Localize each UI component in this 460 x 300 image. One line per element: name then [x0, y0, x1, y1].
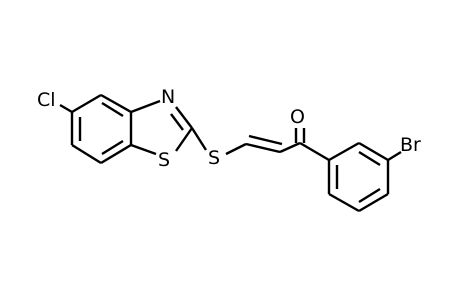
bond [71, 93, 102, 114]
chlorine-label: Cl [37, 89, 56, 111]
bond [358, 141, 389, 162]
bromine-label: Br [400, 134, 421, 156]
double-bond-inner [358, 187, 381, 204]
thioether-sulfur-label: S [208, 147, 220, 169]
vinyl-double-bond [245, 142, 281, 154]
bond-vinyl-carbonyl [279, 141, 301, 154]
bond [100, 93, 132, 114]
bond [175, 106, 193, 129]
bond [358, 192, 389, 213]
thiazole-sulfur-label: S [158, 149, 170, 171]
bond [130, 99, 161, 114]
bond-to-thioether [190, 127, 208, 151]
double-bond-inner [170, 113, 184, 131]
bond [328, 141, 360, 162]
bond [175, 127, 193, 152]
bromophenyl-ring [327, 141, 390, 213]
vinyl-double-bond-second [248, 134, 283, 146]
bond-to-bromine [387, 150, 402, 162]
oxygen-label: O [290, 106, 305, 128]
bond [328, 192, 360, 213]
nitrogen-label: N [161, 86, 175, 108]
bond-thioether-vinyl [225, 142, 247, 156]
bond-to-chlorine [59, 103, 73, 114]
double-bond-inner [101, 139, 124, 156]
bond-carbonyl-phenyl [299, 141, 330, 162]
benzothiazole-benzene-ring [70, 93, 133, 165]
bond [130, 143, 157, 156]
bond [100, 143, 132, 165]
thiazole-ring [130, 99, 193, 156]
double-bond-inner [358, 150, 381, 167]
double-bond-inner [101, 101, 124, 118]
bond [71, 143, 102, 165]
